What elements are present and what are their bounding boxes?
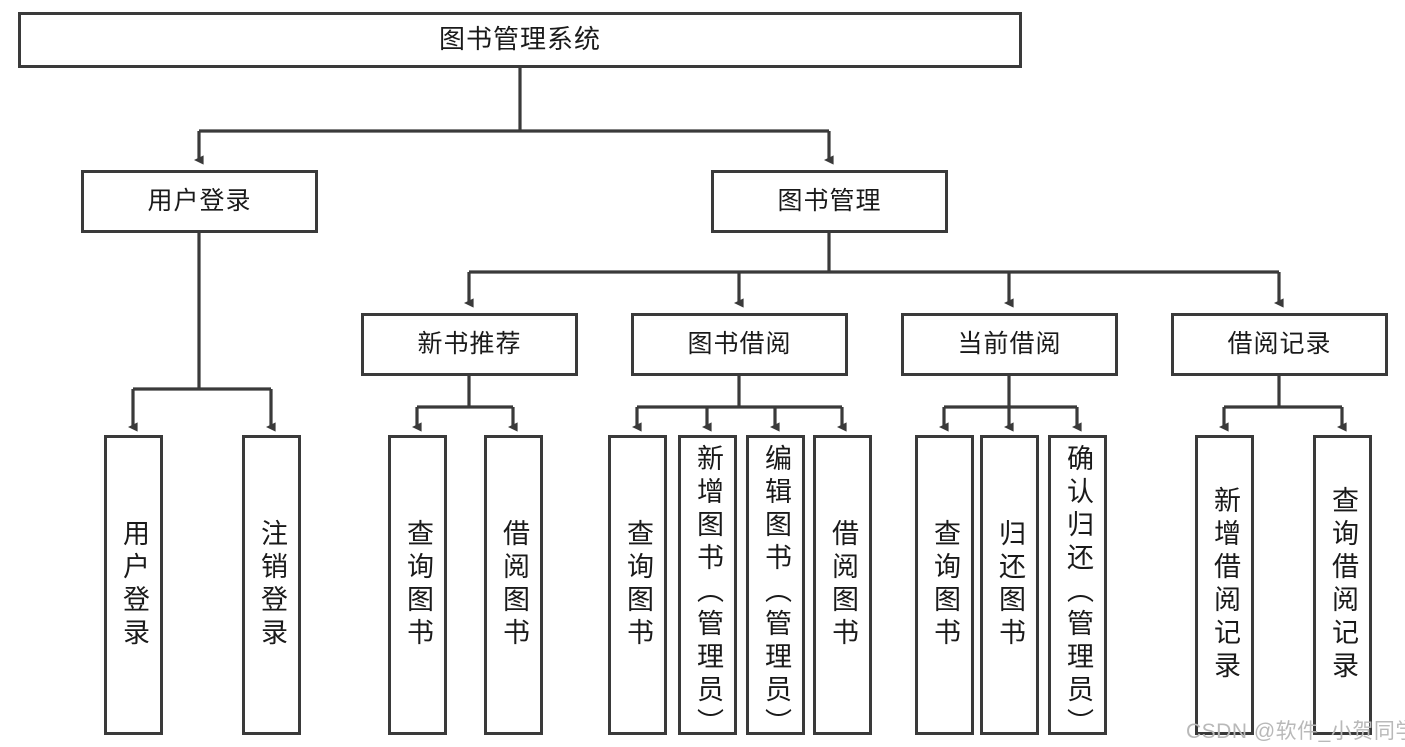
node-label: 编辑图书（管理员） (761, 444, 791, 741)
node-current-borrow[interactable]: 当前借阅 (901, 313, 1118, 376)
node-label: 图书管理 (777, 187, 882, 216)
node-label: 用户登录 (147, 187, 252, 216)
leaf-confirm-return[interactable]: 确认归还（管理员） (1048, 435, 1107, 741)
node-label: 借阅图书 (828, 519, 858, 651)
node-book-manage[interactable]: 图书管理 (711, 170, 948, 233)
node-root-system[interactable]: 图书管理系统 (18, 12, 1022, 68)
leaf-add-borrow-record[interactable]: 新增借阅记录 (1195, 435, 1254, 735)
node-label: 借阅图书 (499, 519, 529, 651)
leaf-borrow-book-recommend[interactable]: 借阅图书 (484, 435, 543, 735)
node-label: 当前借阅 (957, 330, 1062, 359)
node-book-borrow[interactable]: 图书借阅 (631, 313, 848, 376)
node-label: 用户登录 (119, 519, 149, 651)
node-new-book-recommend[interactable]: 新书推荐 (361, 313, 578, 376)
node-label: 查询图书 (403, 519, 433, 651)
node-label: 图书借阅 (687, 330, 792, 359)
node-user-login[interactable]: 用户登录 (81, 170, 318, 233)
node-label: 新增借阅记录 (1210, 486, 1240, 684)
node-label: 借阅记录 (1227, 330, 1332, 359)
node-label: 注销登录 (257, 519, 287, 651)
node-label: 归还图书 (995, 519, 1025, 651)
node-label: 确认归还（管理员） (1063, 444, 1093, 741)
node-label: 新增图书（管理员） (693, 444, 723, 741)
leaf-query-book-current[interactable]: 查询图书 (915, 435, 974, 735)
leaf-borrow-book[interactable]: 借阅图书 (813, 435, 872, 735)
node-label: 新书推荐 (417, 330, 522, 359)
csdn-watermark: CSDN @软件_小贺同学 (1186, 720, 1405, 743)
leaf-return-book[interactable]: 归还图书 (980, 435, 1039, 735)
leaf-logout-login[interactable]: 注销登录 (242, 435, 301, 735)
node-label: 查询图书 (623, 519, 653, 651)
leaf-user-login[interactable]: 用户登录 (104, 435, 163, 735)
leaf-query-book-recommend[interactable]: 查询图书 (388, 435, 447, 735)
leaf-add-book[interactable]: 新增图书（管理员） (678, 435, 737, 741)
node-label: 查询图书 (930, 519, 960, 651)
leaf-query-borrow-record[interactable]: 查询借阅记录 (1313, 435, 1372, 735)
node-borrow-record[interactable]: 借阅记录 (1171, 313, 1388, 376)
node-label: 图书管理系统 (438, 24, 601, 55)
node-label: 查询借阅记录 (1328, 486, 1358, 684)
leaf-query-book-borrow[interactable]: 查询图书 (608, 435, 667, 735)
leaf-edit-book[interactable]: 编辑图书（管理员） (746, 435, 805, 741)
